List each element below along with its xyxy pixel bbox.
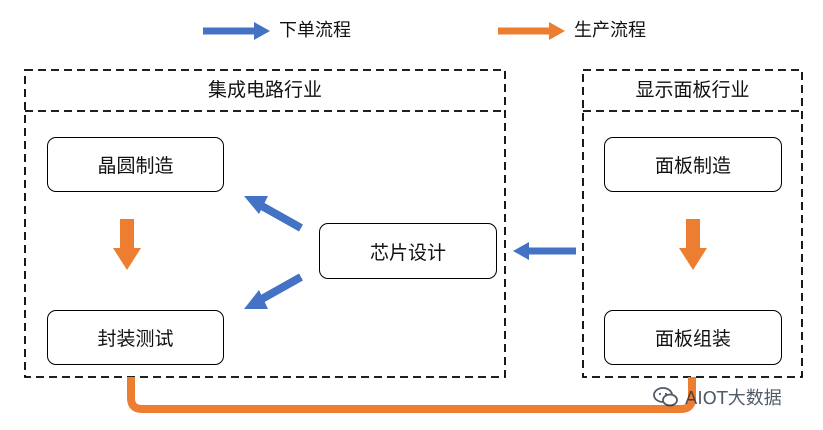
legend-order-arrow	[203, 22, 270, 40]
arrow-panel-mfg-to-assembly	[679, 219, 707, 270]
watermark-text: AIOT大数据	[685, 388, 782, 409]
legend-production-label: 生产流程	[574, 20, 646, 41]
legend-production-arrow	[498, 22, 565, 40]
chip-design-node: 芯片设计	[319, 223, 497, 279]
ic-industry-title: 集成电路行业	[207, 79, 322, 101]
arrow-wafer-to-packaging	[113, 219, 141, 270]
display-industry-title: 显示面板行业	[635, 79, 750, 101]
ic-industry-group	[24, 69, 506, 378]
panel-assembly-node: 面板组装	[604, 310, 782, 365]
watermark: AIOT大数据	[652, 384, 782, 410]
arrow-design-to-wafer	[244, 196, 303, 232]
arrow-design-to-packaging	[244, 273, 303, 309]
arrow-display-to-design	[513, 242, 576, 260]
wafer-manufacturing-node: 晶圆制造	[47, 137, 224, 192]
legend-order-label: 下单流程	[279, 20, 351, 41]
display-industry-group	[582, 69, 803, 378]
panel-manufacturing-node: 面板制造	[604, 137, 782, 192]
packaging-testing-node: 封装测试	[47, 310, 224, 365]
production-loop-connector	[127, 377, 696, 413]
wechat-icon	[653, 387, 678, 407]
